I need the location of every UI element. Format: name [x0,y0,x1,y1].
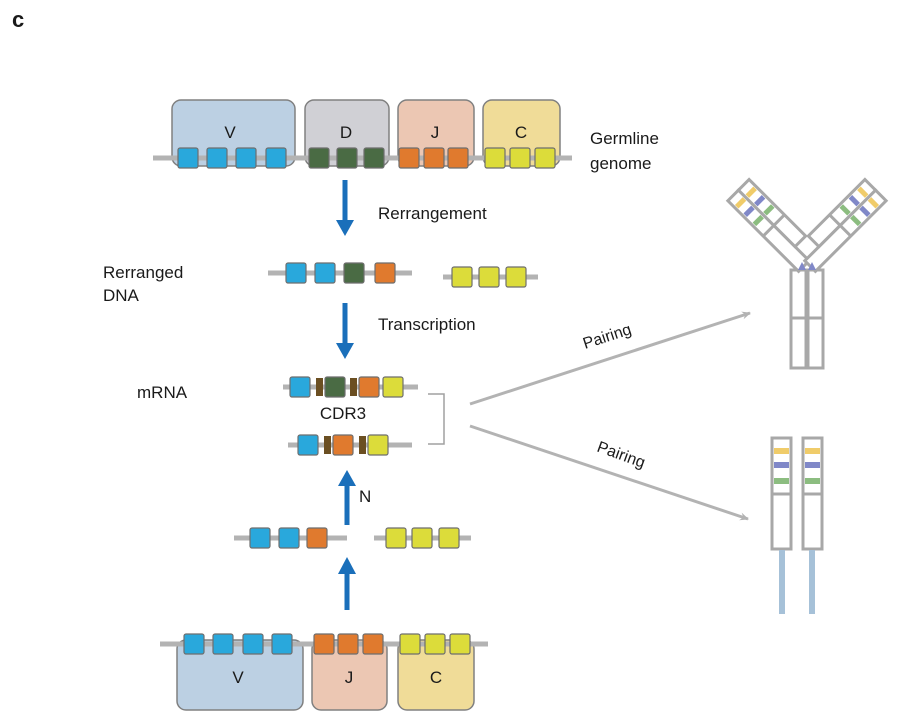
v-exon [289,376,311,398]
d-exon [324,376,346,398]
germline-genome: V D J C Germline genome [153,99,659,173]
j-exon [337,633,359,655]
c-exon [451,266,473,288]
v-exon [206,147,228,169]
junction-insert [324,436,331,454]
j-exon [398,147,420,169]
c-exon [438,527,460,549]
transcription-arrow [336,303,354,359]
antibody-icon [725,177,889,370]
light-germline-arrow [338,557,356,610]
c-exon [509,147,531,169]
junction-insert [316,378,323,396]
j-segment-label: J [345,668,354,687]
light-germline-genome: V J C [160,633,488,711]
rearrangement-label: Rerrangement [378,204,487,223]
rearranged-dna [268,262,538,288]
pairing-label-bottom: Pairing [595,439,648,472]
v-segment-label: V [232,668,244,687]
germline-label-line2: genome [590,154,651,173]
c-exon [367,434,389,456]
d-exon [336,147,358,169]
germline-label-line1: Germline [590,129,659,148]
mrna-heavy [283,376,418,398]
panel-label: c [12,7,24,32]
mrna-light [288,434,412,456]
d-segment-label: D [340,123,352,142]
j-exon [362,633,384,655]
junction-insert [359,436,366,454]
v-exon [212,633,234,655]
c-exon [478,266,500,288]
transmembrane-left [779,550,785,614]
j-segment-label: J [431,123,440,142]
j-exon [313,633,335,655]
j-exon [332,434,354,456]
light-rearranged-dna [234,527,471,549]
v-region-box [171,99,296,167]
n-label: N [359,487,371,506]
c-exon [505,266,527,288]
mrna-label: mRNA [137,383,188,402]
rearranged-label-line2: DNA [103,286,140,305]
d-exon [363,147,385,169]
c-segment-label: C [515,123,527,142]
c-segment-label: C [430,668,442,687]
v-exon [235,147,257,169]
transmembrane-right [809,550,815,614]
c-exon [382,376,404,398]
c-exon [484,147,506,169]
v-exon [278,527,300,549]
v-exon [183,633,205,655]
v-segment-label: V [224,123,236,142]
rearrangement-arrow [336,180,354,236]
c-exon [411,527,433,549]
j-exon [358,376,380,398]
c-exon [424,633,446,655]
junction-insert [350,378,357,396]
v-exon [297,434,319,456]
j-exon [374,262,396,284]
c-exon [449,633,471,655]
rearranged-label-line1: Rerranged [103,263,183,282]
v-exon [285,262,307,284]
pairing-arrow-receptor [469,424,749,521]
v-exon [271,633,293,655]
cdr3-label: CDR3 [320,404,366,423]
c-exon [385,527,407,549]
pairing-bracket [428,393,445,445]
v-exon [314,262,336,284]
c-exon [534,147,556,169]
v-exon [242,633,264,655]
v-exon [265,147,287,169]
v-region-box [176,639,304,711]
j-exon [447,147,469,169]
d-exon [308,147,330,169]
d-exon [343,262,365,284]
v-exon [177,147,199,169]
v-exon [249,527,271,549]
n-addition-arrow [338,470,356,525]
c-exon [399,633,421,655]
j-exon [423,147,445,169]
pairing-label-top: Pairing [581,321,634,353]
j-exon [306,527,328,549]
pairing-arrow-antibody [469,311,751,406]
receptor-icon [770,436,824,614]
transcription-label: Transcription [378,315,476,334]
